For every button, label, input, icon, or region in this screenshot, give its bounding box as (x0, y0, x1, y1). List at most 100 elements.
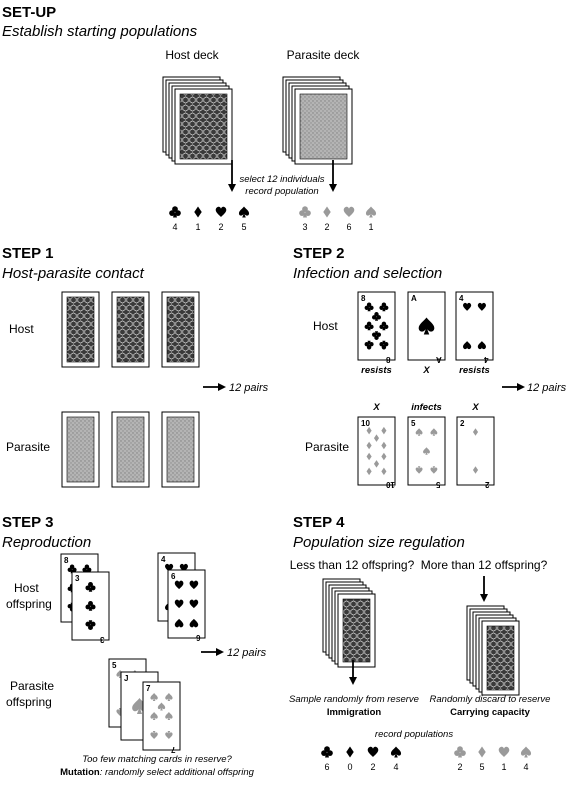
step1-host-card (161, 291, 200, 368)
offspring-parasite-card: 77 (142, 681, 181, 754)
card-rank-inverted: 8 (385, 355, 390, 364)
deck-top-card (294, 88, 353, 165)
population-count: 0 (347, 762, 352, 772)
step1-host-label: Host (9, 322, 34, 336)
host-outcome-label: resists (459, 365, 490, 376)
population-count: 3 (302, 222, 307, 232)
population-count: 4 (523, 762, 528, 772)
step3-parasite-label-2: offspring (6, 695, 52, 709)
step2-host-card: AA (407, 291, 446, 364)
mutation-rest: : randomly select additional offspring (100, 767, 255, 778)
host-deck-label: Host deck (165, 48, 219, 62)
select-note-line2: record population (245, 186, 318, 197)
discard-note: Randomly discard to reserve (430, 694, 551, 705)
club-icon (321, 746, 333, 758)
card-rank-inverted: 2 (484, 480, 489, 489)
population-count: 2 (457, 762, 462, 772)
step1-parasite-card (61, 411, 100, 488)
parasite-deck-stack (282, 76, 353, 165)
card-rank-inverted: A (436, 355, 442, 364)
step2-pairs-label: 12 pairs (527, 382, 567, 394)
host-deck-stack (162, 76, 233, 165)
host-outcome-label: X (422, 365, 430, 376)
card-rank: J (124, 674, 128, 683)
step1-title: STEP 1 (2, 245, 53, 262)
population-count: 6 (346, 222, 351, 232)
club-icon (169, 206, 181, 218)
parasite-outcome-label: X (471, 402, 479, 413)
spade-icon (365, 206, 377, 218)
setup-title: SET-UP (2, 4, 56, 21)
card-rank-inverted: 7 (170, 745, 175, 754)
record-populations-label: record populations (375, 729, 453, 740)
mutation-note-line1: Too few matching cards in reserve? (82, 754, 232, 765)
heart-icon (367, 746, 379, 758)
card-rank: 7 (146, 684, 151, 693)
carrying-capacity-label: Carrying capacity (450, 707, 530, 718)
step2-parasite-card: 22 (456, 416, 495, 489)
mutation-bold: Mutation (60, 767, 100, 778)
card-rank: 5 (112, 661, 117, 670)
step1-pairs-label: 12 pairs (229, 382, 269, 394)
carrying-capacity-deck (466, 605, 520, 696)
offspring-host-card: 66 (167, 569, 206, 642)
club-icon (454, 746, 466, 758)
card-rank: 5 (411, 419, 416, 428)
step1-host-card (111, 291, 150, 368)
step3-title: STEP 3 (2, 514, 53, 531)
diamond-icon (194, 206, 202, 218)
card-rank: 8 (361, 294, 366, 303)
step1-parasite-card (111, 411, 150, 488)
offspring-host-card: 33 (71, 571, 110, 644)
mutation-note-line2: Mutation: randomly select additional off… (60, 767, 254, 778)
step2-host-label: Host (313, 319, 338, 333)
card-rank-inverted: 6 (195, 633, 200, 642)
step1-parasite-label: Parasite (6, 440, 50, 454)
immigration-label: Immigration (327, 707, 382, 718)
step1-cards (61, 291, 200, 488)
population-count: 4 (172, 222, 177, 232)
diamond-icon (323, 206, 331, 218)
population-count: 2 (370, 762, 375, 772)
diamond-icon (346, 746, 354, 758)
step1-host-card (61, 291, 100, 368)
card-rank: 4 (161, 555, 166, 564)
card-rank: 2 (460, 419, 465, 428)
step4-title: STEP 4 (293, 514, 345, 531)
deck-top-card (481, 620, 520, 696)
card-rank: 6 (171, 572, 176, 581)
step3-host-label-1: Host (14, 581, 39, 595)
population-count: 2 (218, 222, 223, 232)
card-rank-inverted: 5 (435, 480, 440, 489)
population-count: 5 (479, 762, 484, 772)
population-count: 5 (241, 222, 246, 232)
step1-subtitle: Host-parasite contact (2, 265, 145, 282)
step2-subtitle: Infection and selection (293, 265, 442, 282)
step3-parasite-label-1: Parasite (10, 679, 54, 693)
card-rank: 8 (64, 556, 69, 565)
population-count: 4 (393, 762, 398, 772)
deck-top-card (174, 88, 233, 165)
host-deck (162, 76, 233, 165)
card-rank-inverted: 10 (385, 480, 394, 489)
step2-parasite-card: 55 (407, 416, 446, 489)
parasite-outcome-label: X (372, 402, 380, 413)
population-count: 1 (368, 222, 373, 232)
club-icon (299, 206, 311, 218)
population-count: 2 (324, 222, 329, 232)
select-note-line1: select 12 individuals (239, 174, 324, 185)
step2-host-card: 44 (455, 291, 494, 364)
card-rank-inverted: 3 (99, 635, 104, 644)
card-rank: A (411, 294, 417, 303)
step4-decks (322, 578, 520, 696)
setup-parasite-counts: 3 2 6 1 (299, 206, 377, 232)
step3-pairs-label: 12 pairs (227, 647, 267, 659)
parasite-deck-label: Parasite deck (287, 48, 361, 62)
setup-subtitle: Establish starting populations (2, 23, 198, 40)
